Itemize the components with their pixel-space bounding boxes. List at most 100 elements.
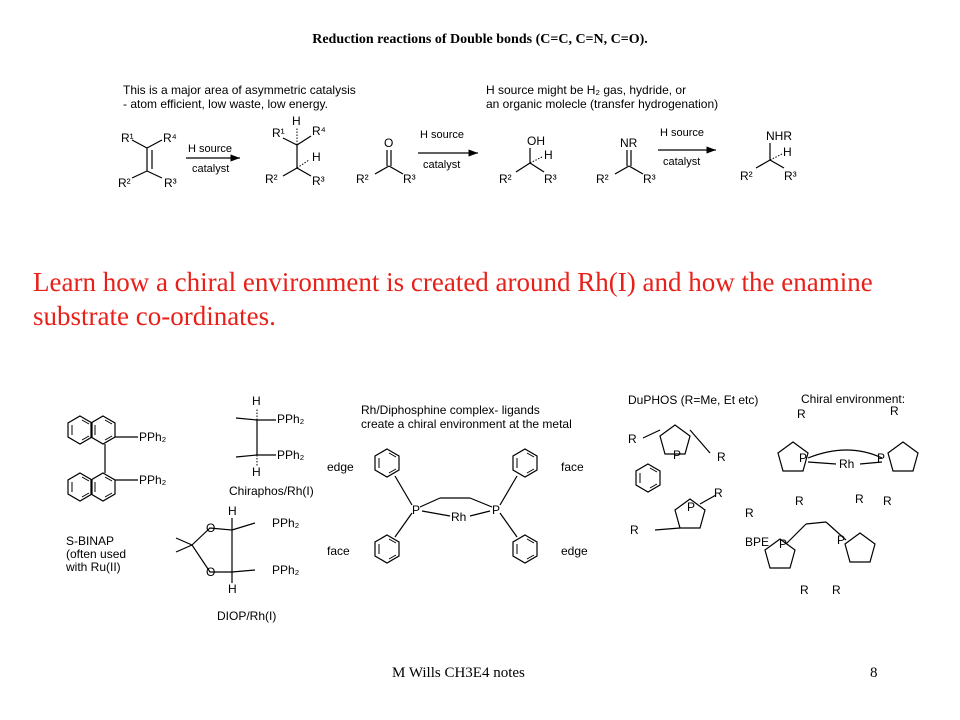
ligand-label: with Ru(II): [65, 560, 121, 574]
atom-label: R: [890, 404, 899, 418]
atom-label: P: [799, 451, 807, 465]
note-line: H source might be H₂ gas, hydride, or: [486, 83, 687, 97]
atom-label: H: [252, 394, 261, 408]
ligand-label: (often used: [66, 547, 126, 561]
atom-label: R³: [403, 172, 416, 186]
atom-label: R¹: [121, 131, 134, 145]
ligand-label: Chiral environment:: [801, 392, 905, 406]
note-line: - atom efficient, low waste, low energy.: [123, 97, 328, 111]
chiraphos-structure: H PPh₂ PPh₂ H Chiraphos/Rh(I): [229, 394, 314, 498]
page-number: 8: [870, 665, 878, 681]
bpe-structure: BPE P P R R R R: [745, 492, 876, 597]
orientation-label: face: [327, 544, 350, 558]
atom-label: R³: [643, 172, 656, 186]
slide-title: Reduction reactions of Double bonds (C=C…: [312, 32, 648, 47]
atom-label: O: [384, 136, 393, 150]
reaction-arrow: H source catalyst: [658, 127, 716, 168]
diop-structure: O O H H PPh₂ PPh₂ DIOP/Rh(I): [175, 504, 300, 623]
complex-caption: Rh/Diphosphine complex- ligands: [361, 403, 540, 417]
binap-structure: PPh₂ PPh₂ S-BINAP (often used with Ru(II…: [65, 415, 167, 574]
atom-label: R: [797, 407, 806, 421]
atom-label: P: [837, 533, 845, 547]
atom-label: R: [800, 583, 809, 597]
atom-label: Rh: [839, 457, 854, 471]
atom-label: P: [687, 500, 695, 514]
atom-label: O: [206, 521, 215, 535]
atom-label: OH: [527, 134, 545, 148]
atom-label: H: [252, 465, 261, 479]
atom-label: R²: [596, 172, 609, 186]
note-line: an organic molecle (transfer hydrogenati…: [486, 97, 719, 111]
atom-label: R²: [499, 172, 512, 186]
atom-label: PPh₂: [139, 473, 167, 487]
atom-label: R²: [118, 176, 131, 190]
arrow-label: catalyst: [663, 156, 700, 168]
alkene-substrate: R¹ R⁴ R² R³: [118, 131, 177, 190]
amine-product: NHR H R² R³: [740, 129, 797, 183]
atom-label: R: [795, 494, 804, 508]
atom-label: NHR: [766, 129, 792, 143]
atom-label: P: [412, 503, 420, 517]
atom-label: R: [745, 506, 754, 520]
orientation-label: edge: [561, 544, 588, 558]
complex-caption: create a chiral environment at the metal: [361, 417, 572, 431]
atom-label: R: [832, 583, 841, 597]
atom-label: R: [855, 492, 864, 506]
atom-label: NR: [620, 136, 638, 150]
atom-label: R: [717, 450, 726, 464]
atom-label: R: [883, 494, 892, 508]
imine-substrate: NR R² R³: [596, 136, 656, 186]
orientation-label: edge: [327, 460, 354, 474]
atom-label: R²: [265, 172, 278, 186]
ligand-label: DuPHOS (R=Me, Et etc): [628, 393, 758, 407]
atom-label: R: [628, 432, 637, 446]
atom-label: Rh: [451, 510, 466, 524]
atom-label: R²: [740, 169, 753, 183]
atom-label: R²: [356, 172, 369, 186]
atom-label: R: [714, 486, 723, 500]
orientation-label: face: [561, 460, 584, 474]
arrow-label: H source: [660, 127, 704, 139]
atom-label: R⁴: [312, 124, 326, 138]
atom-label: PPh₂: [277, 412, 305, 426]
key-point-text: Learn how a chiral environment is create…: [33, 267, 873, 331]
atom-label: R³: [784, 169, 797, 183]
reaction-arrow: H source catalyst: [186, 143, 240, 175]
alcohol-product: OH H R² R³: [499, 134, 557, 186]
duphos-structure: DuPHOS (R=Me, Et etc) R R P P R R: [628, 393, 758, 537]
ligand-label: BPE: [745, 535, 769, 549]
atom-label: P: [779, 537, 787, 551]
ligand-label: Chiraphos/Rh(I): [229, 484, 314, 498]
arrow-label: catalyst: [192, 163, 229, 175]
ligand-label: S-BINAP: [66, 534, 114, 548]
arrow-label: H source: [420, 129, 464, 141]
atom-label: R¹: [272, 126, 285, 140]
note-line: This is a major area of asymmetric catal…: [123, 83, 356, 97]
atom-label: O: [206, 565, 215, 579]
atom-label: H: [292, 114, 301, 128]
atom-label: P: [877, 451, 885, 465]
arrow-label: H source: [188, 143, 232, 155]
atom-label: R³: [164, 176, 177, 190]
chiral-environment-structure: Chiral environment: P P Rh R R R R: [777, 392, 919, 508]
atom-label: P: [492, 503, 500, 517]
atom-label: PPh₂: [272, 563, 300, 577]
atom-label: H: [228, 504, 237, 518]
reaction-arrow: H source catalyst: [418, 129, 478, 171]
alkane-product: H H R¹ R⁴ R² R³: [265, 114, 326, 188]
atom-label: R³: [312, 174, 325, 188]
arrow-label: catalyst: [423, 159, 460, 171]
atom-label: PPh₂: [139, 430, 167, 444]
ketone-substrate: O R² R³: [356, 136, 416, 186]
atom-label: R⁴: [163, 131, 177, 145]
atom-label: H: [228, 582, 237, 596]
atom-label: P: [673, 448, 681, 462]
footer-author: M Wills CH3E4 notes: [392, 665, 525, 681]
atom-label: R³: [544, 172, 557, 186]
atom-label: H: [544, 148, 553, 162]
rh-complex-structure: Rh/Diphosphine complex- ligands create a…: [327, 403, 588, 564]
atom-label: PPh₂: [272, 516, 300, 530]
atom-label: H: [312, 150, 321, 164]
ligand-label: DIOP/Rh(I): [217, 609, 276, 623]
